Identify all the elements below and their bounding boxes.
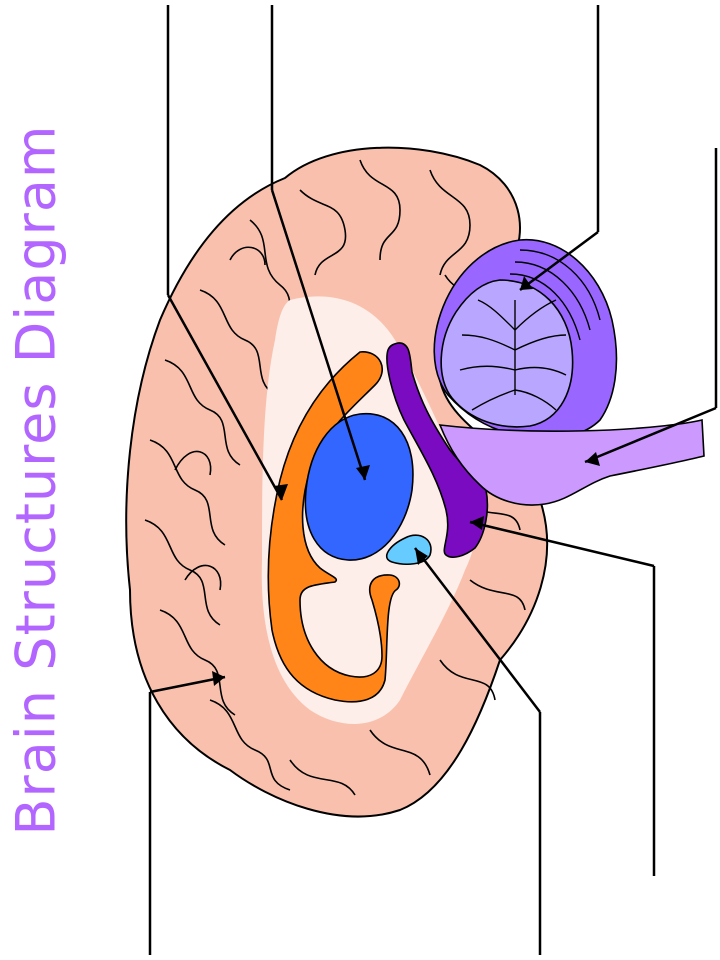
arrow-cerebellum	[519, 230, 599, 292]
arrowhead-spinal	[585, 452, 600, 466]
arrow-hypothalamus	[414, 547, 541, 713]
arrow-thalamus	[270, 189, 367, 481]
arrow-spinal	[584, 406, 717, 464]
arrowhead-hypothalamus	[415, 548, 428, 565]
arrowhead-cerebellum	[520, 276, 533, 290]
arrowhead-cortex	[212, 671, 225, 686]
arrow-brainstem	[469, 520, 655, 568]
arrowhead-caudate	[274, 484, 288, 500]
label-lines	[148, 5, 718, 955]
arrowhead-brainstem	[470, 516, 484, 530]
cerebellum-folia	[509, 249, 601, 341]
label-arrows	[149, 189, 717, 713]
thalamus	[304, 412, 414, 561]
arbor-vitae-branches	[459, 299, 567, 411]
arrow-cortex	[149, 675, 226, 694]
arrowhead-thalamus	[356, 465, 370, 480]
caudate-nucleus	[267, 351, 401, 703]
brainstem	[386, 342, 489, 558]
arrow-caudate	[166, 294, 284, 501]
gyri-folds	[144, 159, 526, 796]
arbor-vitae	[440, 279, 574, 428]
arrowheads	[212, 276, 600, 686]
